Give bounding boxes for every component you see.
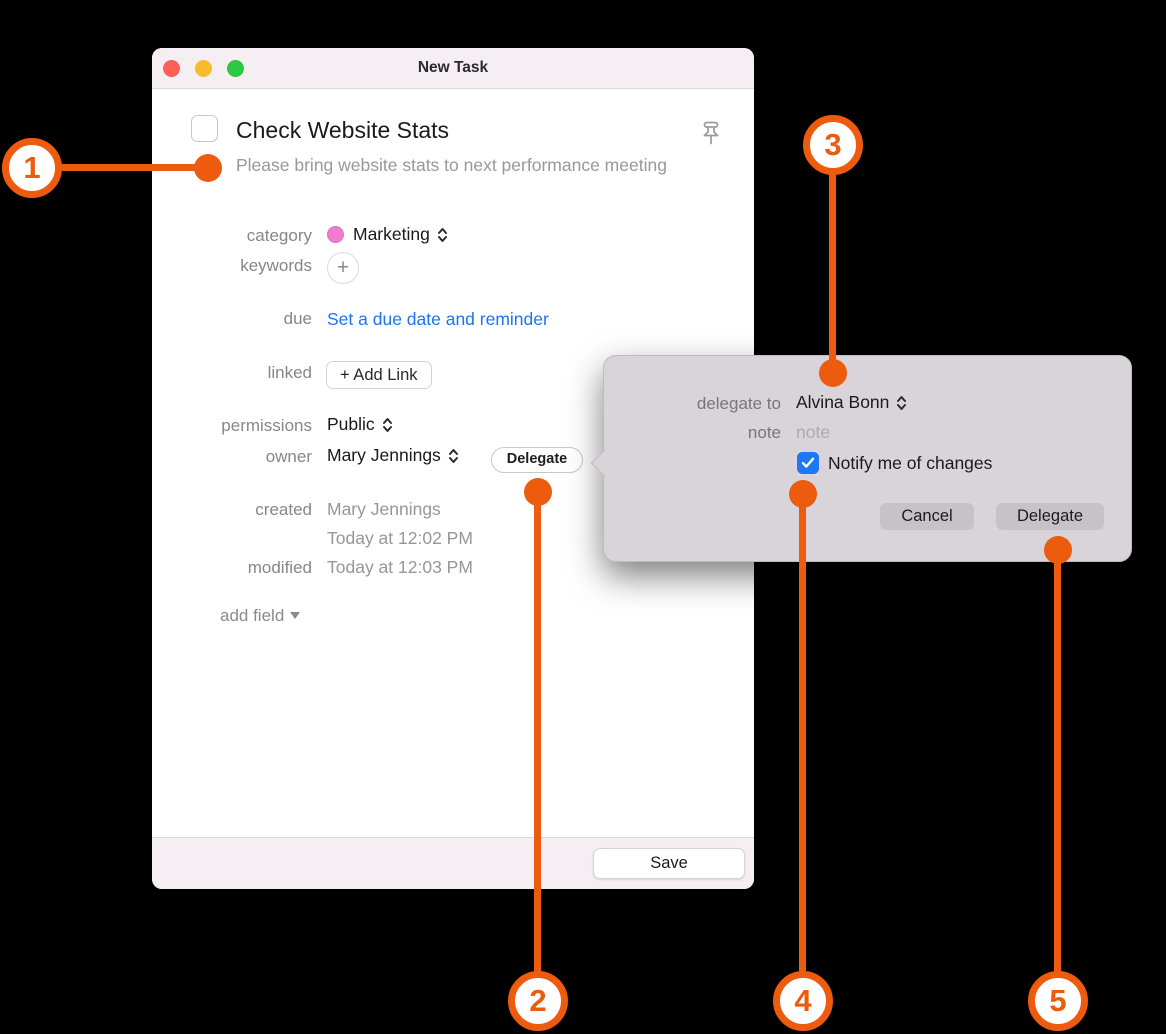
- annotation-dot-3: [819, 359, 847, 387]
- permissions-value: Public: [327, 414, 375, 434]
- titlebar: New Task: [152, 48, 754, 89]
- traffic-lights: [163, 60, 244, 77]
- task-note[interactable]: Please bring website stats to next perfo…: [236, 155, 667, 175]
- task-title[interactable]: Check Website Stats: [236, 117, 450, 143]
- annotation-circle-1: 1: [2, 138, 62, 198]
- annotation-number-4: 4: [794, 983, 812, 1018]
- updown-chevron-icon: [448, 447, 459, 465]
- created-at: Today at 12:02 PM: [327, 528, 473, 548]
- save-button[interactable]: Save: [593, 848, 745, 879]
- annotation-dot-1: [194, 154, 222, 182]
- annotation-line-4: [799, 505, 806, 973]
- annotation-dot-4: [789, 480, 817, 508]
- pin-icon[interactable]: [699, 120, 723, 150]
- caret-down-icon: [290, 612, 301, 619]
- delegate-to-label: delegate to: [696, 394, 781, 413]
- add-link-button[interactable]: + Add Link: [326, 361, 432, 389]
- annotation-number-2: 2: [529, 983, 547, 1018]
- notify-checkbox-label[interactable]: Notify me of changes: [828, 453, 993, 473]
- delegate-to-value: Alvina Bonn: [796, 392, 890, 412]
- annotation-circle-5: 5: [1028, 971, 1088, 1031]
- add-keyword-button[interactable]: +: [327, 252, 359, 284]
- updown-chevron-icon: [382, 416, 393, 434]
- annotation-dot-2: [524, 478, 552, 506]
- annotation-dot-5: [1044, 536, 1072, 564]
- annotation-line-1: [58, 164, 208, 171]
- minimize-window-button[interactable]: [195, 60, 212, 77]
- notify-checkbox[interactable]: [797, 452, 819, 474]
- task-complete-checkbox[interactable]: [191, 115, 218, 142]
- owner-label: owner: [265, 447, 312, 466]
- annotation-line-2: [534, 503, 541, 973]
- permissions-select[interactable]: Public: [327, 414, 393, 435]
- note-label: note: [747, 423, 781, 442]
- permissions-label: permissions: [221, 416, 312, 435]
- set-due-date-link[interactable]: Set a due date and reminder: [327, 309, 549, 329]
- keywords-label: keywords: [240, 256, 312, 275]
- delegate-popover: delegate to Alvina Bonn note note Notify…: [590, 355, 1132, 562]
- updown-chevron-icon: [437, 226, 448, 244]
- annotation-number-1: 1: [23, 150, 41, 185]
- linked-label: linked: [267, 363, 312, 382]
- owner-select[interactable]: Mary Jennings: [327, 445, 459, 466]
- annotation-line-5: [1054, 561, 1061, 973]
- window-title: New Task: [417, 59, 489, 76]
- add-field-label: add field: [220, 606, 285, 625]
- window-footer: Save: [152, 837, 754, 889]
- updown-chevron-icon: [896, 394, 907, 412]
- note-input[interactable]: note: [796, 422, 831, 442]
- popover-delegate-button[interactable]: Delegate: [996, 503, 1104, 530]
- annotation-line-3: [829, 172, 836, 364]
- category-label: category: [246, 226, 312, 245]
- created-by: Mary Jennings: [327, 499, 441, 519]
- delegate-button[interactable]: Delegate: [491, 447, 583, 473]
- add-field-control[interactable]: add field: [220, 606, 301, 626]
- owner-value: Mary Jennings: [327, 445, 441, 465]
- due-label: due: [283, 309, 312, 328]
- annotation-circle-2: 2: [508, 971, 568, 1031]
- category-value: Marketing: [353, 224, 430, 244]
- modified-label: modified: [247, 558, 312, 577]
- annotation-circle-3: 3: [803, 115, 863, 175]
- category-color-dot: [327, 226, 344, 243]
- cancel-button[interactable]: Cancel: [880, 503, 974, 530]
- annotation-number-3: 3: [824, 127, 842, 162]
- created-label: created: [255, 500, 312, 519]
- zoom-window-button[interactable]: [227, 60, 244, 77]
- annotation-number-5: 5: [1049, 983, 1067, 1018]
- category-select[interactable]: Marketing: [327, 224, 448, 245]
- modified-at: Today at 12:03 PM: [327, 557, 473, 577]
- delegate-to-select[interactable]: Alvina Bonn: [796, 392, 907, 413]
- close-window-button[interactable]: [163, 60, 180, 77]
- annotation-circle-4: 4: [773, 971, 833, 1031]
